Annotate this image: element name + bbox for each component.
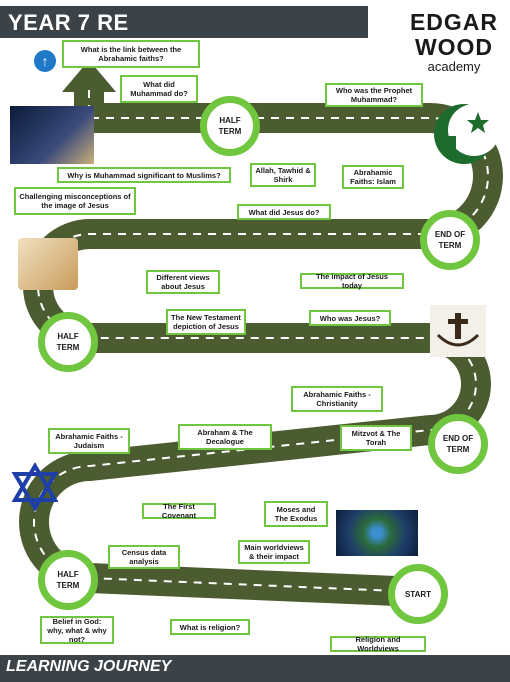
up-arrow-icon: ↑ [34,50,56,72]
topic-faiths-islam: Abrahamic Faiths: Islam [342,165,404,189]
milestone-label: HALF TERM [218,116,242,136]
topic-different-views: Different views about Jesus [146,270,220,294]
topic-moses-exodus: Moses and The Exodus [264,501,328,527]
milestone-end-term-1: END OF TERM [420,210,480,270]
topic-worldviews-impact: Main worldviews & their impact [238,540,310,564]
milestone-half-term-mid: HALF TERM [38,312,98,372]
road-arrow-head [62,60,116,92]
eye-globe-image [336,510,418,556]
page-title: YEAR 7 RE [8,10,129,35]
topic-allah-tawhid: Allah, Tawhid & Shirk [250,163,316,187]
milestone-label: START [404,589,432,599]
milestone-end-term-2: END OF TERM [428,414,488,474]
topic-census: Census data analysis [108,545,180,569]
topic-mitzvot-torah: Mitzvot & The Torah [340,425,412,451]
topic-belief-god: Belief in God: why, what & why not? [40,616,114,644]
topic-what-did-jesus: What did Jesus do? [237,204,331,220]
footer-title: LEARNING JOURNEY [6,658,172,675]
milestone-half-term-top: HALF TERM [200,96,260,156]
topic-impact-jesus: The impact of Jesus today [300,272,404,290]
milestone-label: END OF TERM [442,434,474,454]
topic-who-prophet: Who was the Prophet Muhammad? [325,83,423,107]
topic-religion-worldviews: Religion and Worldviews [330,635,426,653]
topic-faiths-judaism: Abrahamic Faiths - Judaism [48,428,130,454]
crescent-star-icon [428,98,500,170]
footer-bar: LEARNING JOURNEY [0,655,510,682]
topic-abrahamic-link: What is the link between the Abrahamic f… [62,40,200,68]
topic-faiths-christianity: Abrahamic Faiths - Christianity [291,386,383,412]
cross-hands-icon [430,305,486,357]
topic-why-significant: Why is Muhammad significant to Muslims? [57,167,231,183]
scroll-quill-image [18,238,78,290]
star-of-david-icon [10,462,60,512]
topic-abraham-decalogue: Abraham & The Decalogue [178,424,272,450]
logo-line-2: WOOD [414,34,494,60]
milestone-label: END OF TERM [434,230,466,250]
milestone-label: HALF TERM [56,332,80,352]
logo-line-3: academy [427,59,481,74]
prayer-hands-image [10,106,94,164]
milestone-start: START [388,564,448,624]
topic-nt-depiction: The New Testament depiction of Jesus [166,309,246,335]
logo-line-1: EDGAR [409,9,499,35]
topic-what-religion: What is religion? [170,619,250,635]
milestone-half-term-bottom: HALF TERM [38,550,98,610]
school-logo: EDGAR WOOD academy [404,9,504,74]
topic-who-jesus: Who was Jesus? [309,310,391,326]
topic-first-covenant: The First Covenant [142,502,216,520]
title-bar: YEAR 7 RE [0,6,368,38]
topic-what-did-muhammad: What did Muhammad do? [120,75,198,103]
topic-challenging-jesus: Challenging misconceptions of the image … [14,187,136,215]
milestone-label: HALF TERM [56,570,80,590]
